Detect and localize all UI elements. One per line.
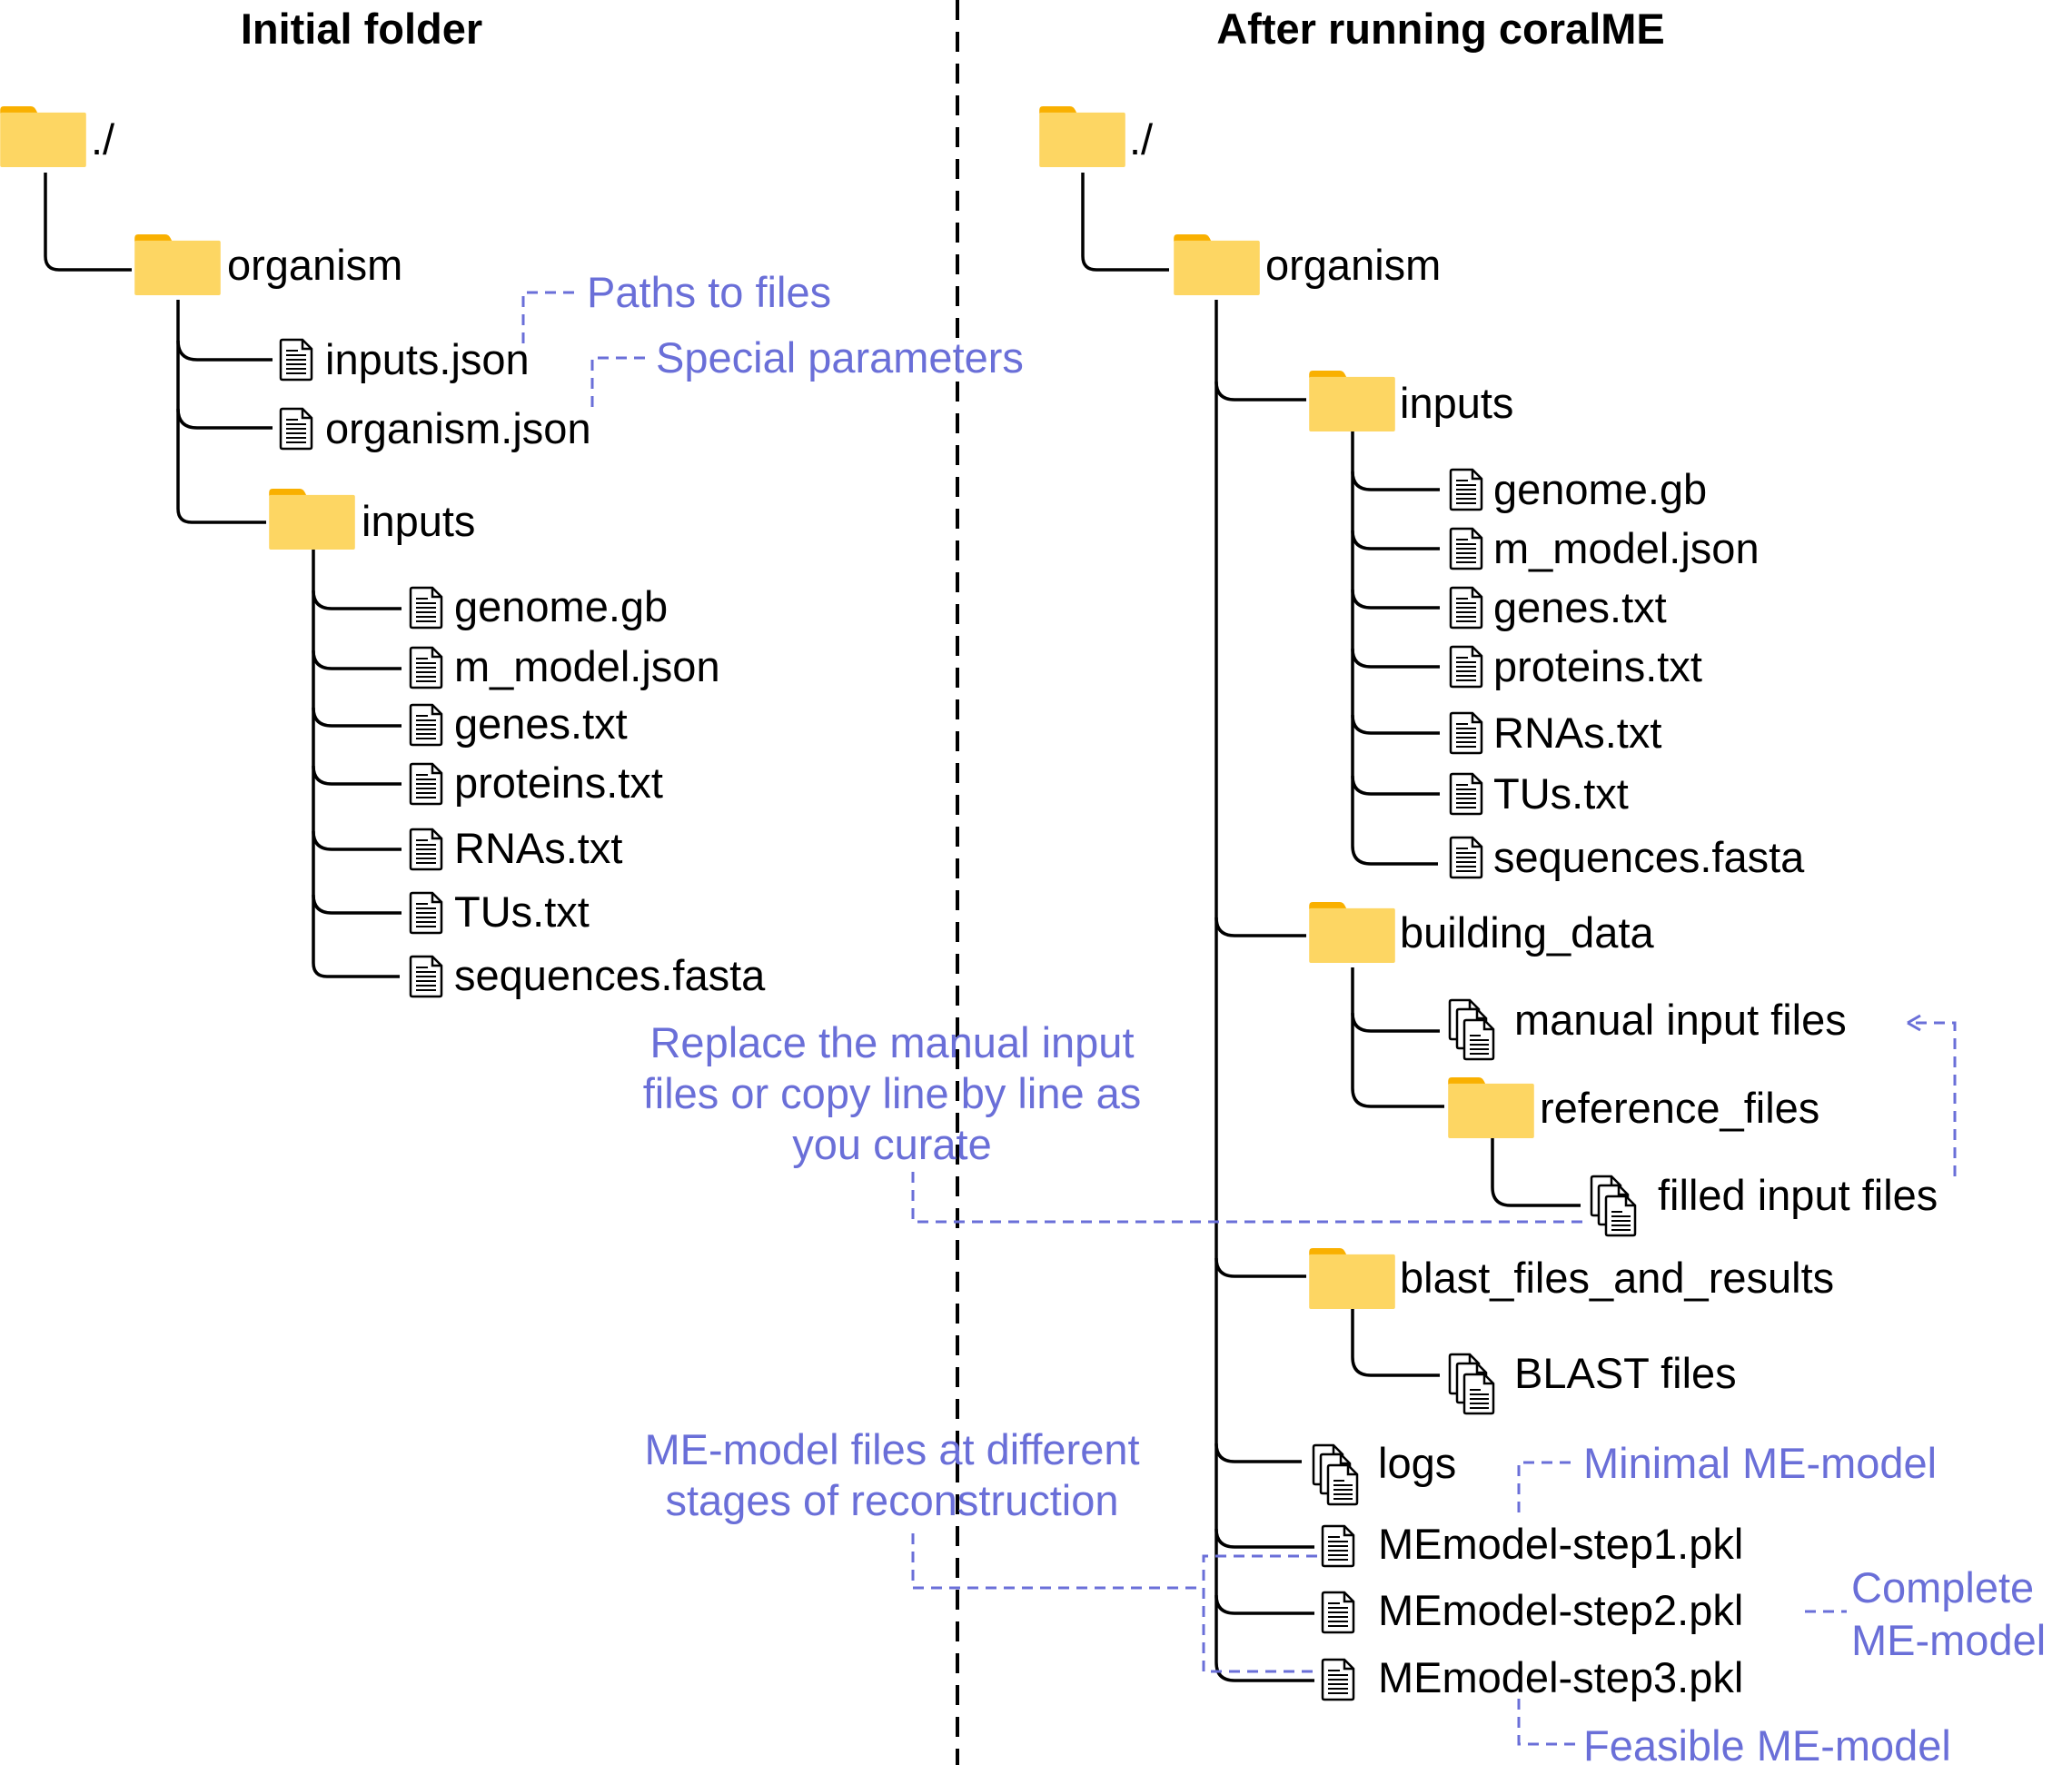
paths-annotation-connector xyxy=(521,291,581,343)
feasible-annotation-connector xyxy=(1517,1699,1576,1746)
complete-annotation-line1: Complete xyxy=(1851,1563,2034,1611)
header-after-running: After running coralME xyxy=(1216,5,1665,53)
replace-annotation-line3: you curate xyxy=(792,1120,991,1168)
left-file-label: TUs.txt xyxy=(454,887,590,936)
me-files-annotation-line1: ME-model files at different xyxy=(644,1425,1139,1473)
left-file-label: m_model.json xyxy=(454,642,720,690)
left-file-label: RNAs.txt xyxy=(454,824,622,872)
right-file-label: genes.txt xyxy=(1493,583,1667,631)
right-file-label: RNAs.txt xyxy=(1493,709,1661,757)
logs-label: logs xyxy=(1378,1439,1456,1487)
file-icon xyxy=(279,338,313,382)
file-icon xyxy=(409,891,443,935)
feasible-annotation: Feasible ME-model xyxy=(1583,1721,1951,1765)
file-icon xyxy=(409,586,443,630)
paths-annotation: Paths to files xyxy=(587,268,831,316)
organism-folder-icon xyxy=(134,234,221,295)
right-inputs-label: inputs xyxy=(1400,379,1513,427)
special-annotation: Special parameters xyxy=(656,333,1024,382)
file-icon xyxy=(1449,586,1483,630)
right-organism-label: organism xyxy=(1265,241,1441,289)
file-icon xyxy=(1449,772,1483,816)
minimal-annotation-connector xyxy=(1517,1461,1576,1512)
multiple-files-icon xyxy=(1590,1175,1637,1237)
multiple-files-icon xyxy=(1448,1353,1495,1415)
root-folder-icon xyxy=(1039,106,1125,167)
left-file-label: proteins.txt xyxy=(454,759,663,807)
file-icon xyxy=(1449,645,1483,689)
building-data-folder-icon xyxy=(1309,902,1395,963)
multiple-files-icon xyxy=(1312,1443,1359,1506)
left-file-label: genome.gb xyxy=(454,582,668,630)
file-icon xyxy=(1449,711,1483,755)
arrow-head-icon xyxy=(1907,1014,1921,1032)
filled-input-files-label: filled input files xyxy=(1658,1171,1938,1219)
step3-label: MEmodel-step3.pkl xyxy=(1378,1653,1743,1701)
me-files-annotation-connector xyxy=(911,1533,1204,1590)
left-file-label: genes.txt xyxy=(454,699,628,748)
organism-folder-icon xyxy=(1174,234,1260,295)
file-icon xyxy=(1449,836,1483,879)
file-icon xyxy=(1321,1591,1355,1634)
step2-label: MEmodel-step2.pkl xyxy=(1378,1586,1743,1634)
right-file-label: sequences.fasta xyxy=(1493,833,1805,881)
blast-files-label: BLAST files xyxy=(1514,1349,1737,1397)
inputs-folder-icon xyxy=(1309,371,1395,431)
step1-label: MEmodel-step1.pkl xyxy=(1378,1520,1743,1568)
header-initial-folder: Initial folder xyxy=(241,5,482,53)
complete-annotation-line2: ME-model xyxy=(1851,1616,2046,1664)
inputs-folder-icon xyxy=(269,489,355,550)
file-icon xyxy=(1449,527,1483,570)
file-icon xyxy=(1321,1524,1355,1568)
left-inputs-label: inputs xyxy=(362,497,475,545)
root-folder-icon xyxy=(0,106,86,167)
right-root-label: ./ xyxy=(1129,115,1154,164)
reference-files-label: reference_files xyxy=(1540,1084,1819,1132)
multiple-files-icon xyxy=(1448,998,1495,1061)
file-icon xyxy=(409,703,443,747)
left-file-label: sequences.fasta xyxy=(454,951,766,999)
right-file-label: TUs.txt xyxy=(1493,769,1629,818)
file-icon xyxy=(409,828,443,871)
file-icon xyxy=(409,646,443,689)
left-inputs-json-label: inputs.json xyxy=(325,335,530,383)
blast-folder-label: blast_files_and_results xyxy=(1400,1254,1834,1302)
filled-to-manual-connector xyxy=(1908,1021,1957,1176)
replace-annotation-connector xyxy=(911,1172,1588,1224)
right-file-label: proteins.txt xyxy=(1493,642,1702,690)
right-file-label: m_model.json xyxy=(1493,524,1760,572)
left-organism-label: organism xyxy=(227,241,402,289)
minimal-annotation: Minimal ME-model xyxy=(1583,1439,1937,1487)
me-files-annotation-line2: stages of reconstruction xyxy=(666,1476,1119,1524)
blast-folder-icon xyxy=(1309,1248,1395,1309)
building-data-label: building_data xyxy=(1400,908,1654,957)
right-file-label: genome.gb xyxy=(1493,465,1707,513)
left-root-label: ./ xyxy=(91,115,115,164)
right-tree-connectors xyxy=(1081,173,1581,1682)
replace-annotation-line2: files or copy line by line as xyxy=(643,1069,1142,1117)
file-icon xyxy=(409,762,443,806)
left-tree-connectors xyxy=(44,173,402,978)
file-icon xyxy=(409,955,443,998)
file-icon xyxy=(1449,468,1483,511)
file-icon xyxy=(1321,1658,1355,1701)
manual-input-files-label: manual input files xyxy=(1514,996,1847,1044)
reference-files-folder-icon xyxy=(1448,1077,1534,1138)
special-annotation-connector xyxy=(590,356,650,407)
replace-annotation-line1: Replace the manual input xyxy=(649,1018,1134,1066)
left-organism-json-label: organism.json xyxy=(325,404,591,452)
me-files-bracket xyxy=(1202,1554,1317,1673)
file-icon xyxy=(279,407,313,451)
